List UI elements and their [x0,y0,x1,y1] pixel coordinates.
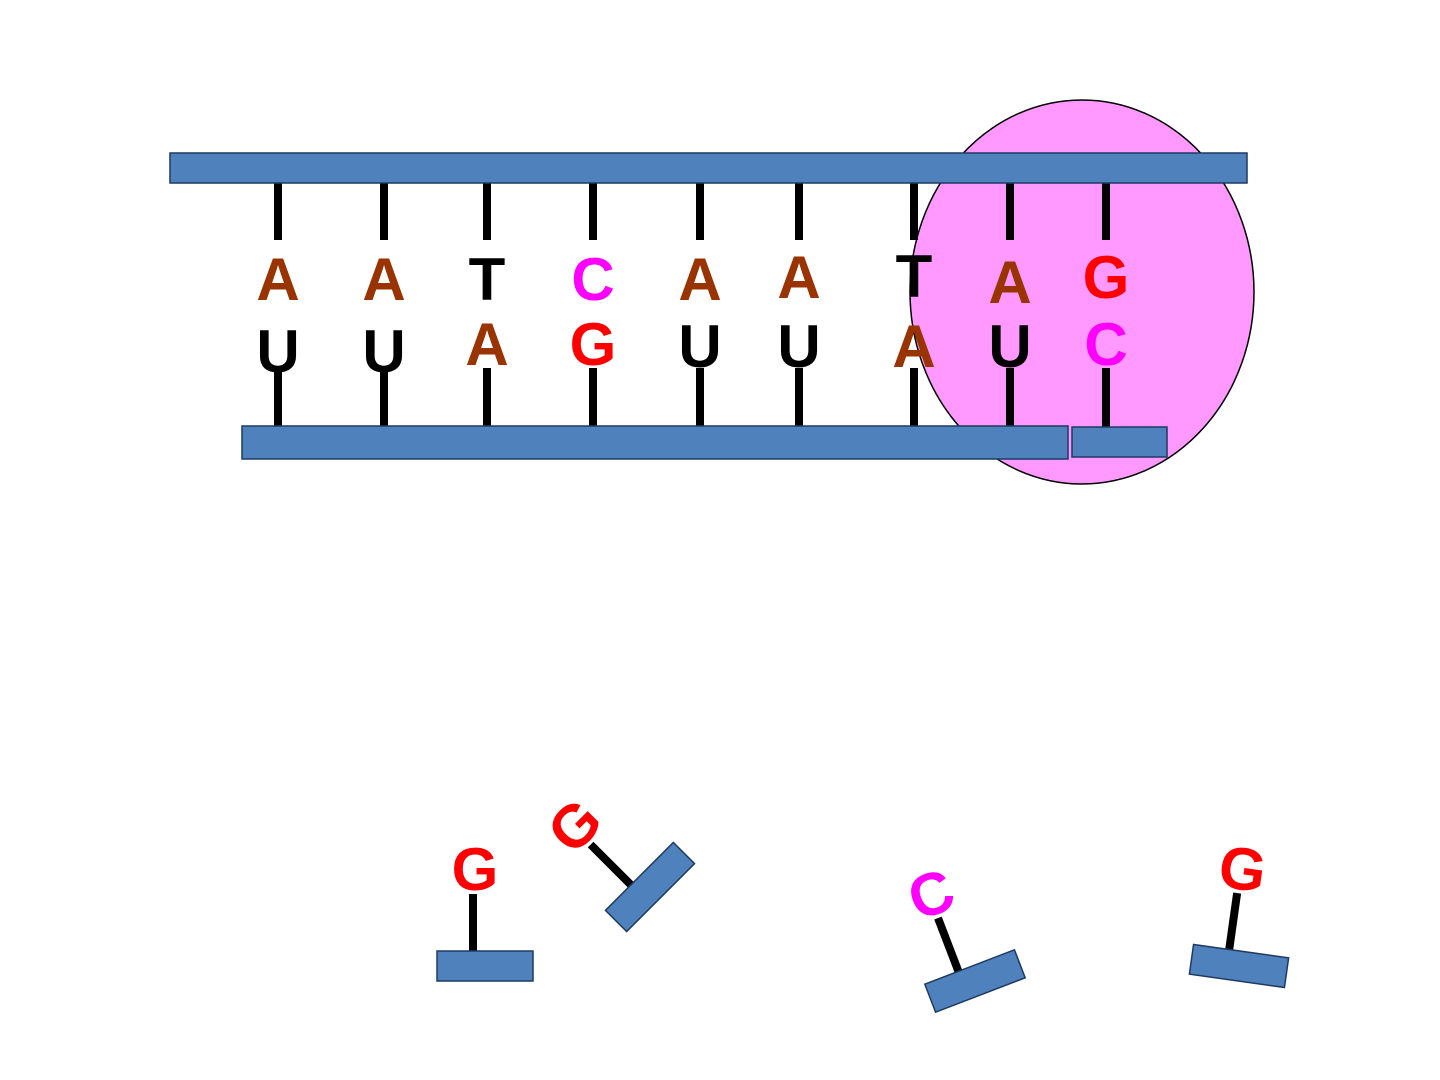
free-nucleotide: C [899,855,1027,1014]
rna-polymerase-enzyme [909,99,1255,485]
dna-base: T [469,246,506,313]
nucleotide-base: G [452,836,499,903]
dna-base: C [571,246,614,313]
nucleotide-stick [587,841,634,888]
dna-base: A [362,246,405,313]
dna-base: A [678,246,721,313]
nucleotide-stick [934,916,963,973]
nucleotide-backbone [436,950,534,982]
nucleotide-stick [1225,892,1242,951]
free-nucleotide: G [1188,833,1290,989]
dna-base: G [1083,244,1130,311]
rna-base: A [465,311,508,378]
rna-base: U [777,313,820,380]
rna-backbone [241,425,1069,460]
nucleotide-base: C [899,855,963,933]
dna-base: A [256,246,299,313]
nucleotide-backbone [604,841,696,933]
rna-base: U [362,318,405,385]
nucleotide-backbone [1188,943,1290,989]
nucleotide-base: G [1215,833,1271,906]
rna-base: C [1084,311,1127,378]
rna-base: A [892,313,935,380]
dna-base: A [988,249,1031,316]
free-nucleotide: G [535,786,696,933]
dna-base: T [896,243,933,310]
dna-base: A [777,244,820,311]
rna-base: U [256,318,299,385]
rna-backbone-new-segment [1071,426,1168,458]
dna-backbone [169,152,1248,184]
free-nucleotide: G [436,836,534,982]
rna-base: G [570,311,617,378]
rna-base: U [988,313,1031,380]
rna-base: U [678,313,721,380]
nucleotide-backbone [923,948,1027,1014]
